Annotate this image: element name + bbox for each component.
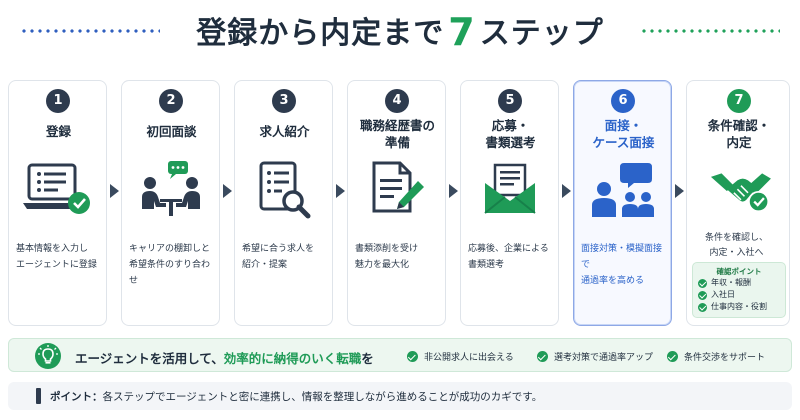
step-number-badge: 3 [272,89,296,113]
step-title: 応募・ 書類選考 [485,118,536,150]
document-pen-icon [372,161,424,213]
meeting-icon [142,161,200,216]
step-number-badge: 4 [385,89,409,113]
check-icon [407,351,418,362]
step-number-badge: 1 [46,89,70,113]
step-description: 基本情報を入力し エージェントに登録 [16,244,97,270]
step-card-2: 2 初回面談 キャリアの棚卸しと 希望条件のすり合わせ [121,80,220,326]
step-card-7: 7 条件確認・ 内定 条件を確認し、 内定・入社へ 確認ポイント 年収・報酬 入… [686,80,790,326]
confirm-points-box: 確認ポイント 年収・報酬 入社日 仕事内容・役割 [692,262,786,318]
title-after: ステップ [479,16,604,51]
banner-benefit-item: 選考対策で通過率アップ [537,350,653,363]
step-description: 応募後、企業による 書類選考 [468,244,549,270]
step-card-6: 6 面接・ ケース面接 面接対策・模擬面接で 通過率を高める [573,80,672,326]
confirm-points-title: 確認ポイント [716,267,762,276]
title-before: 登録から内定まで [196,16,445,51]
check-icon [698,278,707,288]
arrow-right-icon [223,184,232,198]
check-icon [698,290,707,300]
check-icon [537,351,548,362]
step-card-4: 4 職務経歴書の 準備 書類添削を受け 魅力を最大化 [347,80,446,326]
check-icon [698,302,707,312]
step-number-badge: 5 [498,89,522,113]
dotted-line-right [640,29,780,33]
step-card-3: 3 求人紹介 希望に合う求人を 紹介・提案 [234,80,333,326]
banner-benefit-item: 条件交渉をサポート [667,350,765,363]
point-bar: ポイント：各ステップでエージェントと密に連携し、情報を整理しながら進めることが成… [8,382,792,410]
document-search-icon [259,161,311,219]
arrow-right-icon [336,184,345,198]
step-title: 職務経歴書の 準備 [359,118,435,150]
step-card-5: 5 応募・ 書類選考 応募後、企業による 書類選考 [460,80,559,326]
step-card-1: 1 登録 基本情報を入力し エージェントに登録 [8,80,107,326]
step-description: 書類添削を受け 魅力を最大化 [355,244,419,270]
arrow-right-icon [110,184,119,198]
arrow-right-icon [562,184,571,198]
banner-highlight: 効率的に納得のいく転職 [223,351,362,366]
interview-icon [592,163,654,217]
step-description: キャリアの棚卸しと 希望条件のすり合わせ [129,244,211,286]
handshake-icon [710,173,771,213]
point-marker [36,388,41,404]
summary-banner: エージェントを活用して、効率的に納得のいく転職を 非公開求人に出会える 選考対策… [8,338,792,372]
dotted-line-left [20,29,160,33]
confirm-point-item: 入社日 [693,289,785,301]
step-number-badge: 2 [159,89,183,113]
step-description: 希望に合う求人を 紹介・提案 [242,244,315,270]
step-title: 求人紹介 [259,124,310,139]
step-title: 登録 [45,124,71,139]
step-title: 初回面談 [146,124,197,139]
step-number-badge: 6 [611,89,635,113]
mail-icon [484,163,536,214]
arrow-right-icon [675,184,684,198]
step-description: 条件を確認し、 内定・入社へ [704,233,768,258]
confirm-point-item: 年収・報酬 [693,277,785,289]
step-description: 面接対策・模擬面接で 通過率を高める [581,244,663,286]
arrow-right-icon [449,184,458,198]
point-text: ポイント：各ステップでエージェントと密に連携し、情報を整理しながら進めることが成… [50,391,543,403]
lightbulb-icon [35,343,61,369]
step-title: 条件確認・ 内定 [707,118,771,150]
title-number: 7 [448,10,476,54]
step-number-badge: 7 [727,89,751,113]
step-title: 面接・ ケース面接 [592,118,655,150]
banner-benefit-item: 非公開求人に出会える [407,350,514,363]
steps-row: 1 登録 基本情報を入力し エージェントに登録 2 初回面談 キャリア [8,80,792,326]
confirm-point-item: 仕事内容・役割 [693,301,785,313]
banner-text: エージェントを活用して、効率的に納得のいく転職を [75,351,374,366]
laptop-check-icon [23,163,90,214]
check-icon [667,351,678,362]
